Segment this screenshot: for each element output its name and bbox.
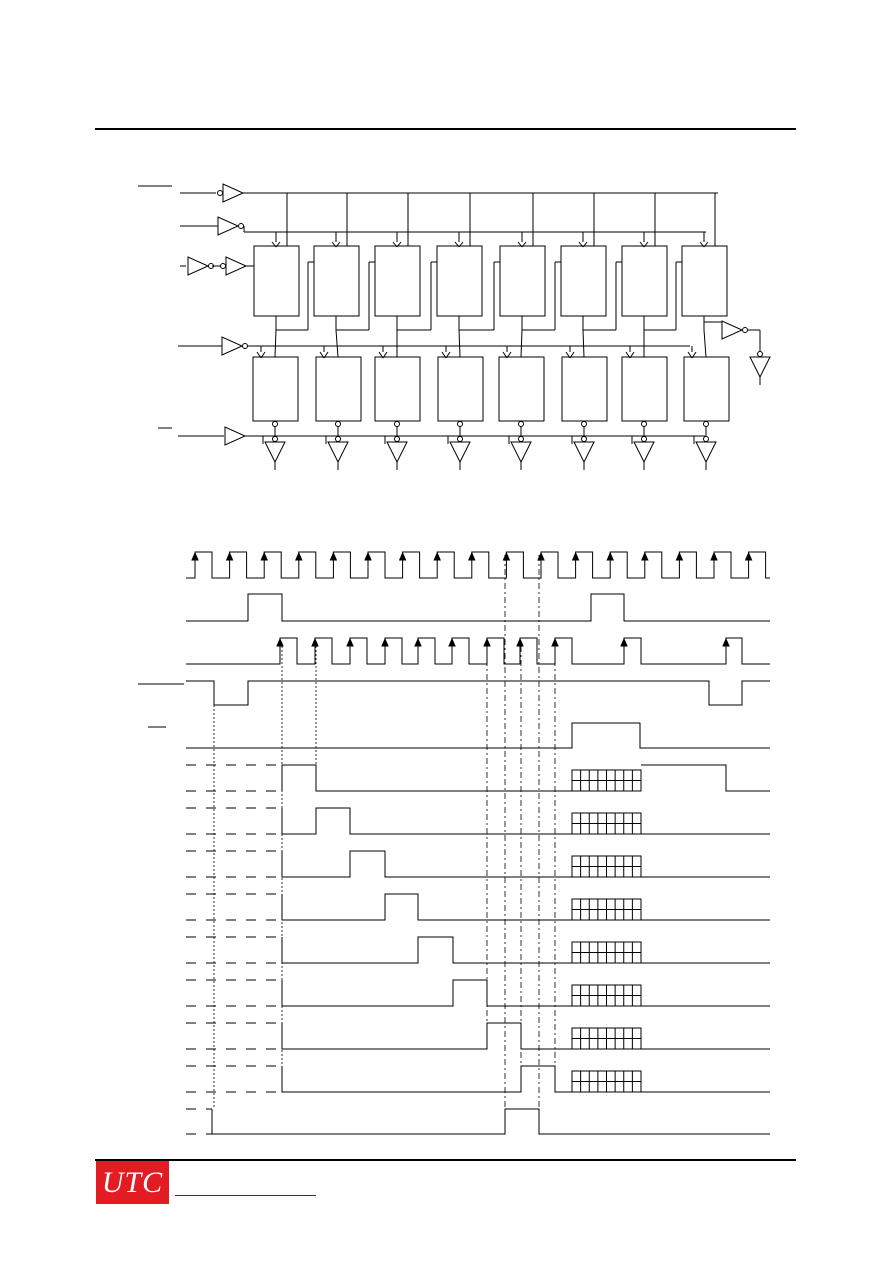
buffer-c2-in-bubble xyxy=(220,263,226,269)
storage-out-bubble-1 xyxy=(272,421,278,427)
shift-clock-marker-2b xyxy=(335,241,341,248)
output-buffer-8-bubble xyxy=(703,436,709,442)
storage-clock-marker-1b xyxy=(260,351,266,359)
q8-waveform xyxy=(281,1065,572,1093)
storage-clock-marker-2 xyxy=(319,351,325,359)
shift-clock-marker-6b xyxy=(582,241,588,248)
storage-clock-marker-3b xyxy=(382,351,388,359)
output-buffer-1-bubble xyxy=(272,436,278,442)
storage-out-bubble-4 xyxy=(457,421,463,427)
storage-clock-marker-4b xyxy=(445,351,451,359)
storage-out-bubble-3 xyxy=(394,421,400,427)
buffer-d-out-bubble xyxy=(242,343,248,349)
signal-active-low-d xyxy=(186,680,770,706)
q6-waveform xyxy=(281,979,572,1007)
storage-data-1 xyxy=(274,329,277,358)
signal-clk-a xyxy=(186,551,770,579)
storage-clock-marker-7 xyxy=(625,351,631,359)
q1-waveform xyxy=(281,764,572,792)
serial-output-buffer-bubble xyxy=(757,351,763,357)
shift-clock-marker-1b xyxy=(275,241,281,248)
storage-clock-marker-5b xyxy=(506,351,512,359)
storage-out-bubble-2 xyxy=(335,421,341,427)
shift-clock-marker-4 xyxy=(454,241,460,248)
storage-clock-marker-8b xyxy=(691,351,697,359)
buffer-e xyxy=(224,426,247,446)
storage-clock-marker-6b xyxy=(569,351,575,359)
shift-clock-marker-3 xyxy=(392,241,398,248)
q4-waveform xyxy=(281,893,572,921)
shift-clock-marker-1 xyxy=(271,241,277,248)
output-buffer-6-bubble xyxy=(581,436,587,442)
footer-link-underline[interactable] xyxy=(175,1195,316,1196)
header-rule xyxy=(95,128,796,130)
storage-clock-marker-3 xyxy=(378,351,384,359)
output-buffer-5-bubble xyxy=(518,436,524,442)
storage-data-5 xyxy=(520,329,523,358)
storage-data-8 xyxy=(703,329,707,358)
q7-extra xyxy=(486,1022,522,1049)
q8-extra xyxy=(521,1065,556,1092)
shift-clock-marker-8 xyxy=(699,241,705,248)
signal-enable-e xyxy=(186,722,770,749)
output-buffer-3-bubble xyxy=(394,436,400,442)
storage-clock-marker-4 xyxy=(441,351,447,359)
shift-clock-marker-3b xyxy=(396,241,402,248)
storage-data-6 xyxy=(582,329,585,358)
signal-serial-out xyxy=(211,1108,770,1135)
q2-waveform xyxy=(281,807,572,835)
shift-clock-marker-7 xyxy=(639,241,645,248)
storage-clock-marker-2b xyxy=(323,351,329,359)
buffer-b xyxy=(217,216,240,236)
storage-data-2 xyxy=(335,329,339,358)
serial-inverter xyxy=(721,320,744,340)
logic-diagram xyxy=(138,183,771,470)
shift-clock-marker-8b xyxy=(703,241,709,248)
serial-inverter-out-bubble xyxy=(742,327,748,333)
output-buffer-4-bubble xyxy=(457,436,463,442)
q3-waveform xyxy=(281,850,572,878)
shift-clock-marker-7b xyxy=(643,241,649,248)
logo-text: UTC xyxy=(101,1165,164,1199)
q7-waveform xyxy=(281,1022,572,1050)
output-buffer-2-bubble xyxy=(335,436,341,442)
utc-logo: UTC xyxy=(96,1161,169,1204)
storage-out-bubble-7 xyxy=(641,421,647,427)
shift-clock-marker-5b xyxy=(521,241,527,248)
storage-out-bubble-6 xyxy=(581,421,587,427)
storage-clock-marker-6 xyxy=(565,351,571,359)
footer-rule xyxy=(95,1159,796,1161)
shift-clock-marker-2 xyxy=(331,241,337,248)
output-buffer-7-bubble xyxy=(641,436,647,442)
shift-clock-marker-6 xyxy=(578,241,584,248)
storage-data-4 xyxy=(458,329,461,358)
signal-pulse-b xyxy=(186,593,770,622)
storage-out-bubble-5 xyxy=(518,421,524,427)
buffer-c1 xyxy=(187,256,210,276)
storage-clock-marker-1 xyxy=(256,351,262,359)
storage-clock-marker-5 xyxy=(502,351,508,359)
q1-tail xyxy=(641,764,770,792)
signal-clk-c xyxy=(186,637,770,665)
buffer-a-in-bubble xyxy=(217,190,223,196)
shift-clock-marker-4b xyxy=(458,241,464,248)
storage-out-bubble-8 xyxy=(703,421,709,427)
shift-clock-marker-5 xyxy=(517,241,523,248)
storage-clock-marker-8 xyxy=(687,351,693,359)
q5-waveform xyxy=(281,936,572,964)
storage-clock-marker-7b xyxy=(629,351,635,359)
buffer-d xyxy=(221,336,244,356)
